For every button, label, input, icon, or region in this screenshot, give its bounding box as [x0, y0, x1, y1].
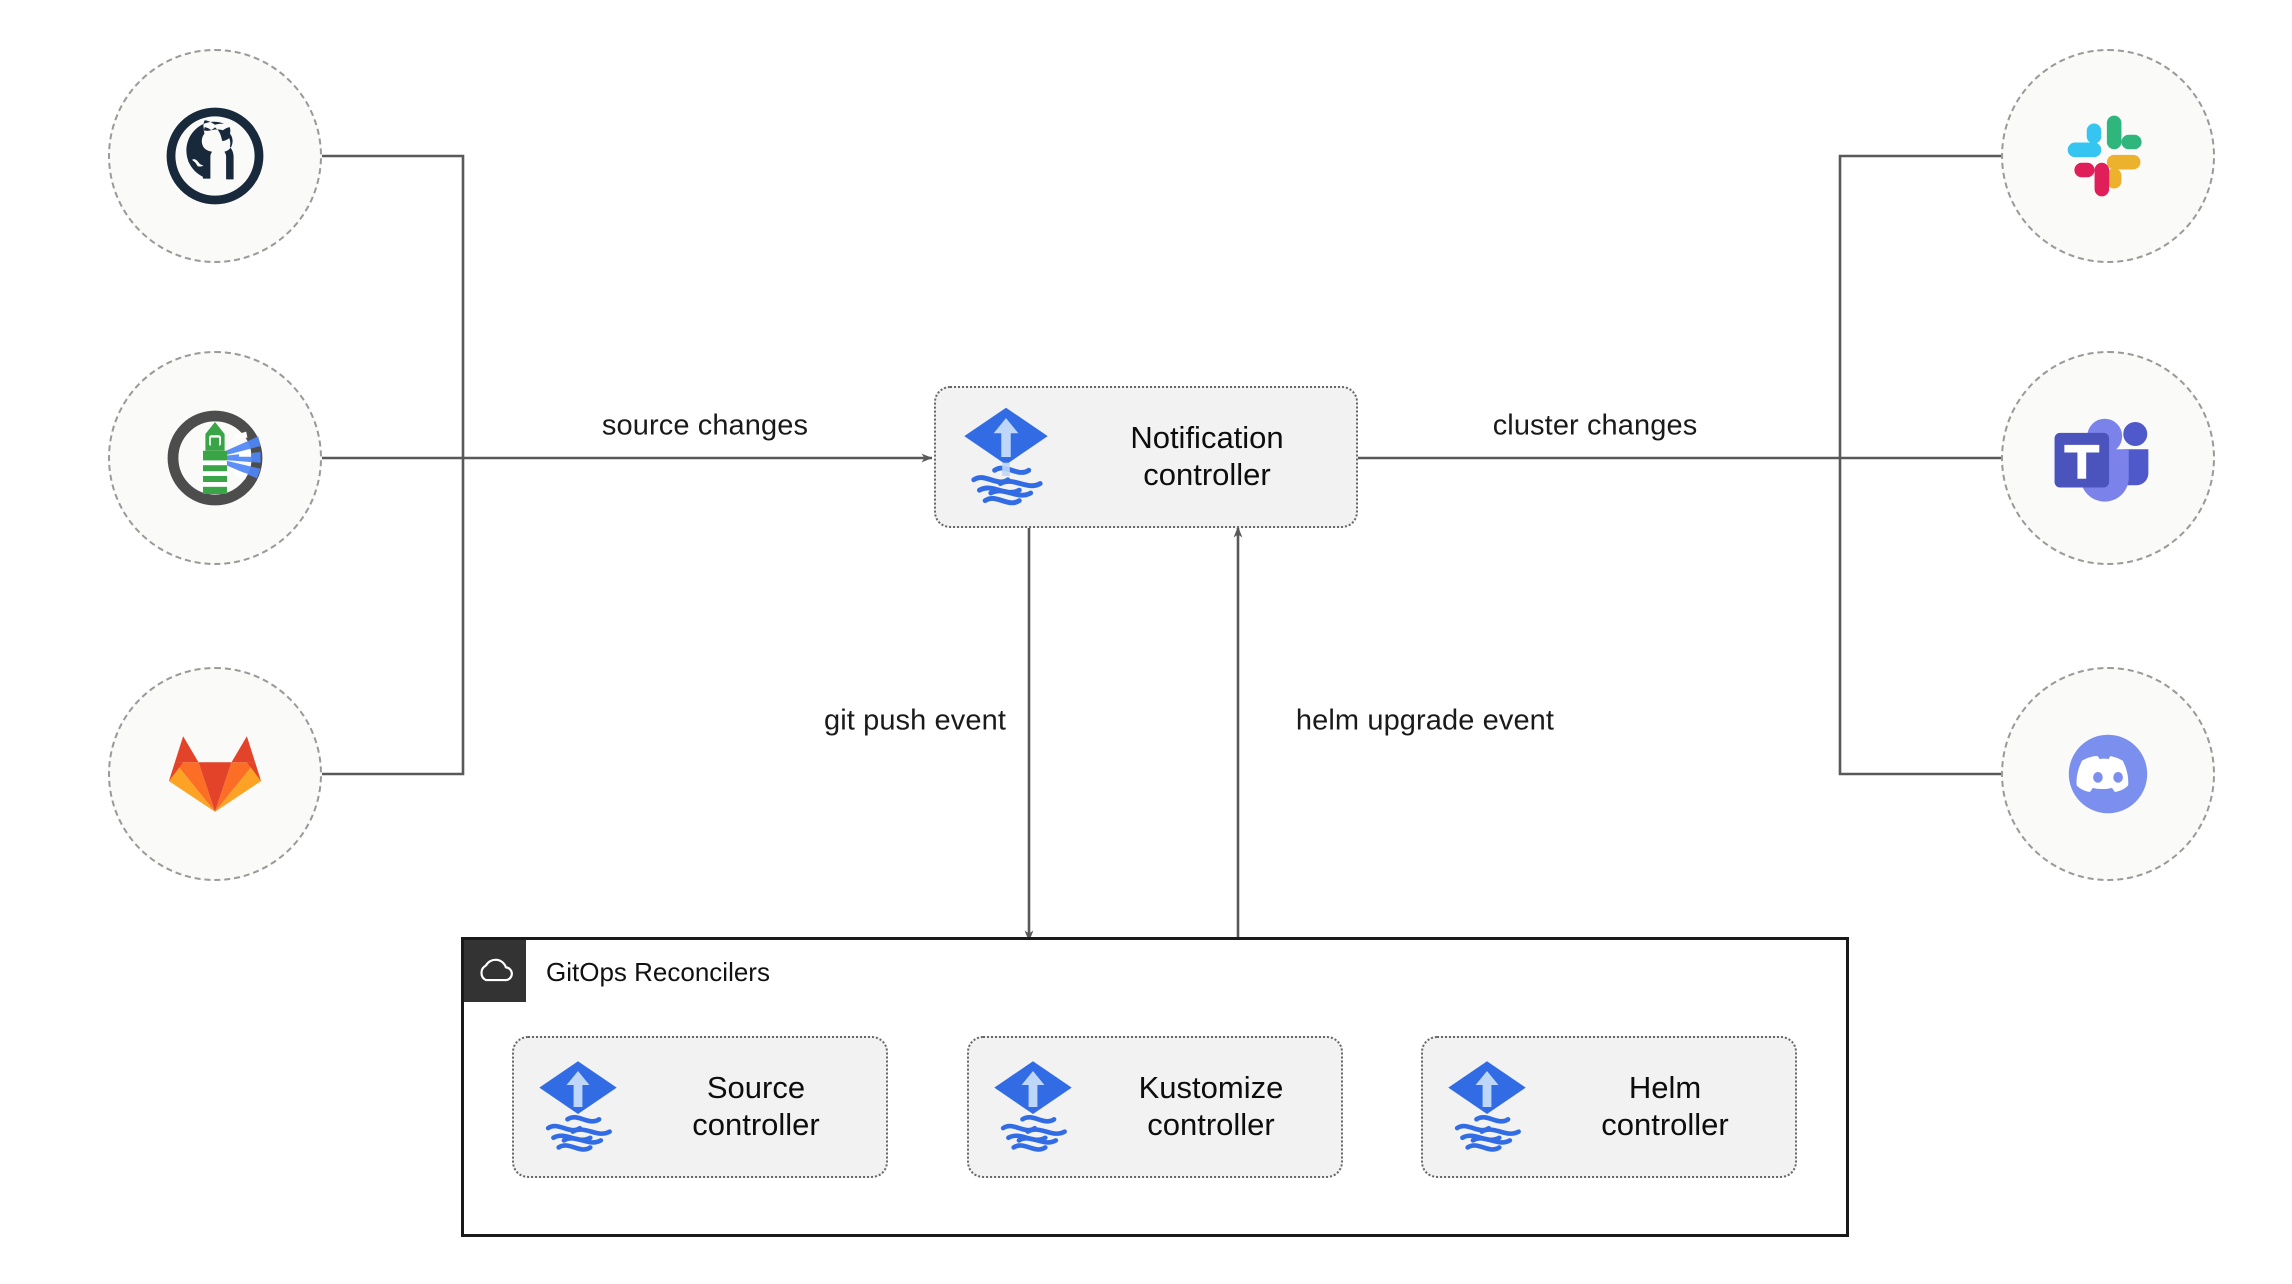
source-controller-box[interactable]: Source controller — [512, 1036, 888, 1178]
edge-label-helm-upgrade-event: helm upgrade event — [1295, 704, 1555, 737]
source-controller-line2: controller — [692, 1107, 820, 1142]
cloud-icon — [480, 958, 513, 982]
source-controller-line1: Source — [706, 1070, 806, 1106]
source-node-oci-registry[interactable] — [108, 351, 322, 565]
oci-registry-icon — [167, 410, 263, 506]
source-node-gitlab[interactable] — [108, 667, 322, 881]
helm-controller-icon-wrap — [1423, 1056, 1551, 1158]
kustomize-controller-icon-wrap — [969, 1056, 1097, 1158]
edge-label-cluster-changes: cluster changes — [1492, 409, 1698, 442]
source-node-github[interactable] — [108, 49, 322, 263]
source-controller-icon-wrap — [514, 1056, 642, 1158]
discord-icon — [2068, 734, 2148, 814]
flux-icon — [1448, 1061, 1526, 1152]
ms-teams-icon — [2054, 418, 2149, 502]
helm-controller-label: Helm controller — [1551, 1070, 1795, 1143]
gitops-reconcilers-tab — [464, 940, 526, 1002]
kustomize-controller-line1: Kustomize — [1138, 1070, 1284, 1106]
edge-label-git-push-event: git push event — [824, 704, 1006, 737]
kustomize-controller-line2: controller — [1147, 1107, 1275, 1142]
gitlab-icon — [168, 736, 262, 812]
slack-icon — [2067, 115, 2142, 197]
notification-controller-line1: Notification — [1130, 420, 1284, 456]
edge-label-source-changes: source changes — [601, 409, 809, 442]
notification-controller-label: Notification controller — [1076, 420, 1356, 493]
gitops-reconcilers-title: GitOps Reconcilers — [546, 957, 770, 987]
kustomize-controller-label: Kustomize controller — [1097, 1070, 1341, 1143]
github-icon — [166, 107, 264, 205]
flux-icon — [994, 1061, 1072, 1152]
edge-to-slack — [1838, 151, 2031, 458]
notification-controller-box[interactable]: Notification controller — [934, 386, 1358, 528]
kustomize-controller-box[interactable]: Kustomize controller — [967, 1036, 1343, 1178]
source-controller-label: Source controller — [642, 1070, 886, 1143]
helm-controller-line1: Helm — [1628, 1070, 1702, 1106]
edge-to-discord — [1838, 458, 2031, 779]
destination-node-teams[interactable] — [2001, 351, 2215, 565]
notification-controller-line2: controller — [1143, 457, 1271, 492]
notification-controller-icon-wrap — [936, 402, 1076, 512]
destination-node-discord[interactable] — [2001, 667, 2215, 881]
helm-controller-box[interactable]: Helm controller — [1421, 1036, 1797, 1178]
flux-icon — [964, 407, 1048, 506]
destination-node-slack[interactable] — [2001, 49, 2215, 263]
helm-controller-line2: controller — [1601, 1107, 1729, 1142]
flux-icon — [539, 1061, 617, 1152]
